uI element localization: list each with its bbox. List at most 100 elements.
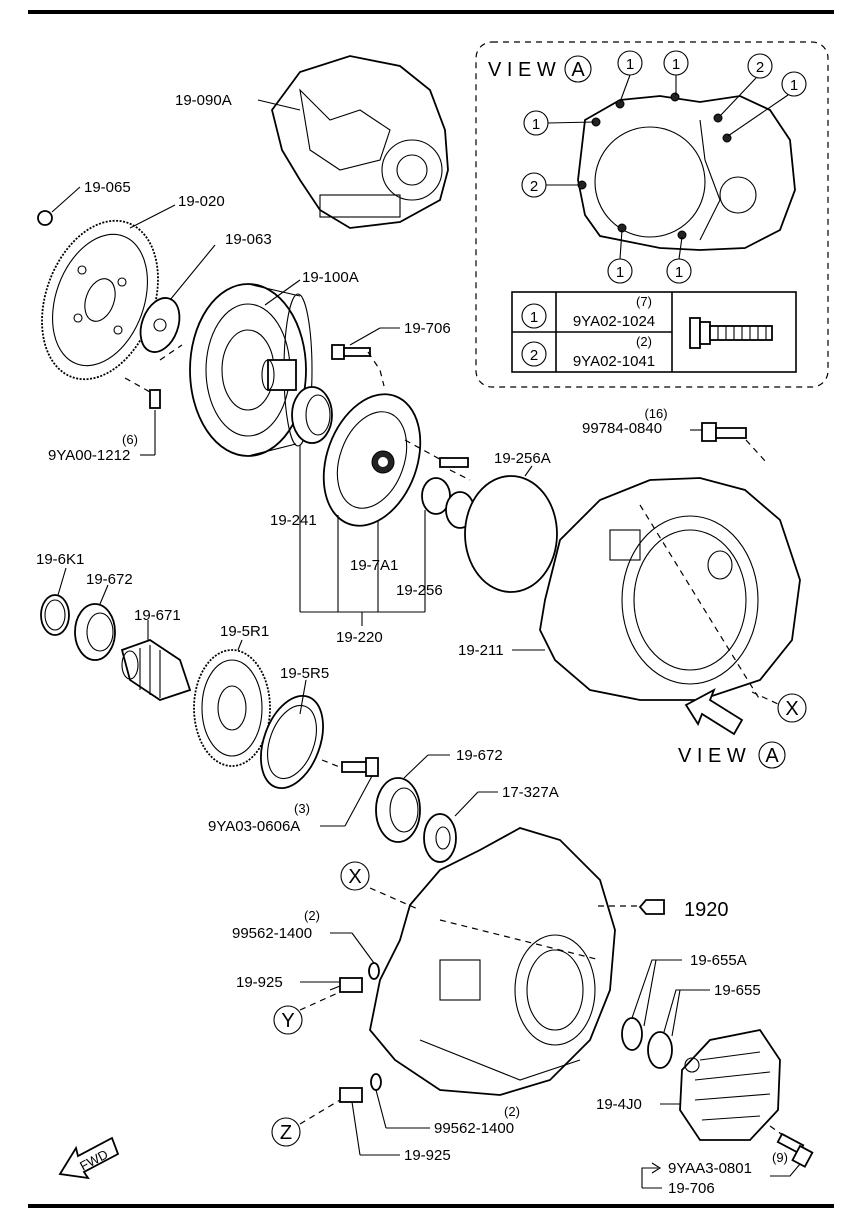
bolt-9YAA3-0801: (9) 9YAA3-0801 19-706 (641, 1125, 814, 1197)
svg-text:X: X (785, 698, 798, 720)
label-19-090A: 19-090A (175, 92, 232, 109)
table-row-1-qty: (7) (636, 294, 652, 309)
ref-1920: 1920 (598, 899, 729, 921)
label-19-211: 19-211 (458, 642, 504, 659)
label-19-671: 19-671 (134, 607, 181, 624)
oil-pump-19-7A1 (322, 393, 471, 527)
svg-text:A: A (765, 745, 779, 767)
marker-y: Y (281, 1010, 294, 1032)
svg-text:2: 2 (756, 59, 764, 76)
drive-plate: 19-065 19-020 19-063 (6) 9YA00-1212 (37, 179, 272, 464)
label-19-100A: 19-100A (302, 269, 359, 286)
converter-housing-19-211: 19-211 (458, 477, 801, 701)
bolt-9YA00-1212 (149, 389, 161, 409)
label-19-672-b: 19-672 (456, 747, 503, 764)
plug-19-925-upper: (2) 99562-1400 19-925 Y (232, 908, 380, 1035)
svg-text:2: 2 (530, 178, 538, 195)
plate-19-5R5: 19-5R5 (260, 665, 329, 790)
plate-19-063 (139, 297, 181, 353)
bearing-19-672-right: 19-672 (375, 747, 503, 843)
label-19-241: 19-241 (270, 512, 317, 529)
view-a-housing (577, 92, 796, 251)
label-19-063: 19-063 (225, 231, 272, 248)
view-a-arrow: V I E W A (678, 688, 786, 769)
marker-z: Z (280, 1122, 292, 1144)
bolt-9YA03-0606A: (3) 9YA03-0606A (208, 757, 379, 835)
view-a-title-letter: A (571, 59, 585, 81)
table-row-1-ref: 1 (530, 309, 538, 326)
label-99562-1400-b: 99562-1400 (434, 1120, 514, 1137)
label-19-7A1: 19-7A1 (350, 557, 398, 574)
callout-1-right (781, 71, 807, 97)
label-19-256: 19-256 (396, 582, 443, 599)
label-9YAA3-0801: 9YAA3-0801 (668, 1160, 752, 1177)
svg-text:1: 1 (626, 56, 634, 73)
o-ring-19-256A: 19-256A (464, 450, 558, 593)
label-9YA03-0606A: 9YA03-0606A (208, 818, 300, 835)
svg-text:X: X (348, 866, 361, 888)
label-19-5R1: 19-5R1 (220, 623, 269, 640)
seal-17-327A: 17-327A (423, 784, 559, 863)
qty-9YA00-1212: (6) (122, 432, 138, 447)
view-a-title: V I E W (488, 59, 556, 81)
label-17-327A: 17-327A (502, 784, 559, 801)
label-19-5R5: 19-5R5 (280, 665, 329, 682)
svg-text:1: 1 (675, 264, 683, 281)
label-19-065: 19-065 (84, 179, 131, 196)
label-19-672-a: 19-672 (86, 571, 133, 588)
view-a-inset: V I E W A 1 1 2 (475, 41, 829, 388)
svg-text:1: 1 (532, 116, 540, 133)
label-19-6K1: 19-6K1 (36, 551, 84, 568)
table-row-2-ref: 2 (530, 347, 538, 364)
qty-9YA03-0606A: (3) (294, 801, 310, 816)
table-row-2-qty: (2) (636, 334, 652, 349)
flange-bolt-icon (689, 317, 773, 349)
plug-19-925-lower: (2) 99562-1400 19-925 Z (271, 1073, 520, 1164)
label-19-925-b: 19-925 (404, 1147, 451, 1164)
label-99562-1400-a: 99562-1400 (232, 925, 312, 942)
label-19-706-bottom: 19-706 (668, 1180, 715, 1197)
bearing-19-672-left: 19-672 (74, 571, 133, 661)
label-19-020: 19-020 (178, 193, 225, 210)
label-1920: 1920 (684, 899, 729, 921)
bolt-19-706-top: 19-706 (331, 320, 451, 387)
qty-99562-1400-a: (2) (304, 908, 320, 923)
marker-x-right: X (751, 691, 807, 723)
label-99784-0840: 99784-0840 (582, 420, 662, 437)
label-19-706-top: 19-706 (404, 320, 451, 337)
o-rings-19-655: 19-655A 19-655 (621, 952, 761, 1069)
seal-19-241 (291, 386, 333, 444)
svg-text:1: 1 (672, 56, 680, 73)
transaxle-case (369, 827, 616, 1096)
fwd-arrow-icon: FWD (58, 1136, 120, 1180)
view-a-callouts: 1 1 2 1 1 2 1 1 (521, 50, 807, 284)
label-19-925-a: 19-925 (236, 974, 283, 991)
qty-99562-1400-b: (2) (504, 1104, 520, 1119)
label-19-220: 19-220 (336, 629, 383, 646)
bolt-table: 1 (7) 9YA02-1024 2 (2) 9YA02-1041 (511, 291, 797, 373)
qty-99784-0840: (16) (644, 406, 667, 421)
torque-converter: 19-100A (189, 269, 359, 457)
bolt-99784-0840: (16) 99784-0840 (582, 406, 767, 463)
svg-text:1: 1 (616, 264, 624, 281)
label-19-655: 19-655 (714, 982, 761, 999)
view-a-bottom-title: V I E W (678, 745, 746, 767)
label-19-655A: 19-655A (690, 952, 747, 969)
shaft-19-671: 19-671 (120, 607, 192, 701)
label-19-256A: 19-256A (494, 450, 551, 467)
nut-19-065 (37, 210, 53, 226)
marker-x-bottom: X (340, 861, 370, 891)
label-19-4J0: 19-4J0 (596, 1096, 642, 1113)
svg-text:1: 1 (790, 77, 798, 94)
fwd-label: FWD (77, 1146, 110, 1173)
table-row-1-part: 9YA02-1024 (573, 313, 655, 330)
group-19-220: 19-220 19-241 19-7A1 19-256 (270, 445, 443, 646)
callout-2-top (747, 53, 773, 79)
cover-19-4J0: 19-4J0 (596, 1028, 781, 1141)
label-9YA00-1212: 9YA00-1212 (48, 447, 130, 464)
transaxle-assembly: 19-090A (175, 55, 449, 229)
qty-9YAA3-0801: (9) (772, 1150, 788, 1165)
gear-19-5R1: 19-5R1 (193, 623, 271, 767)
